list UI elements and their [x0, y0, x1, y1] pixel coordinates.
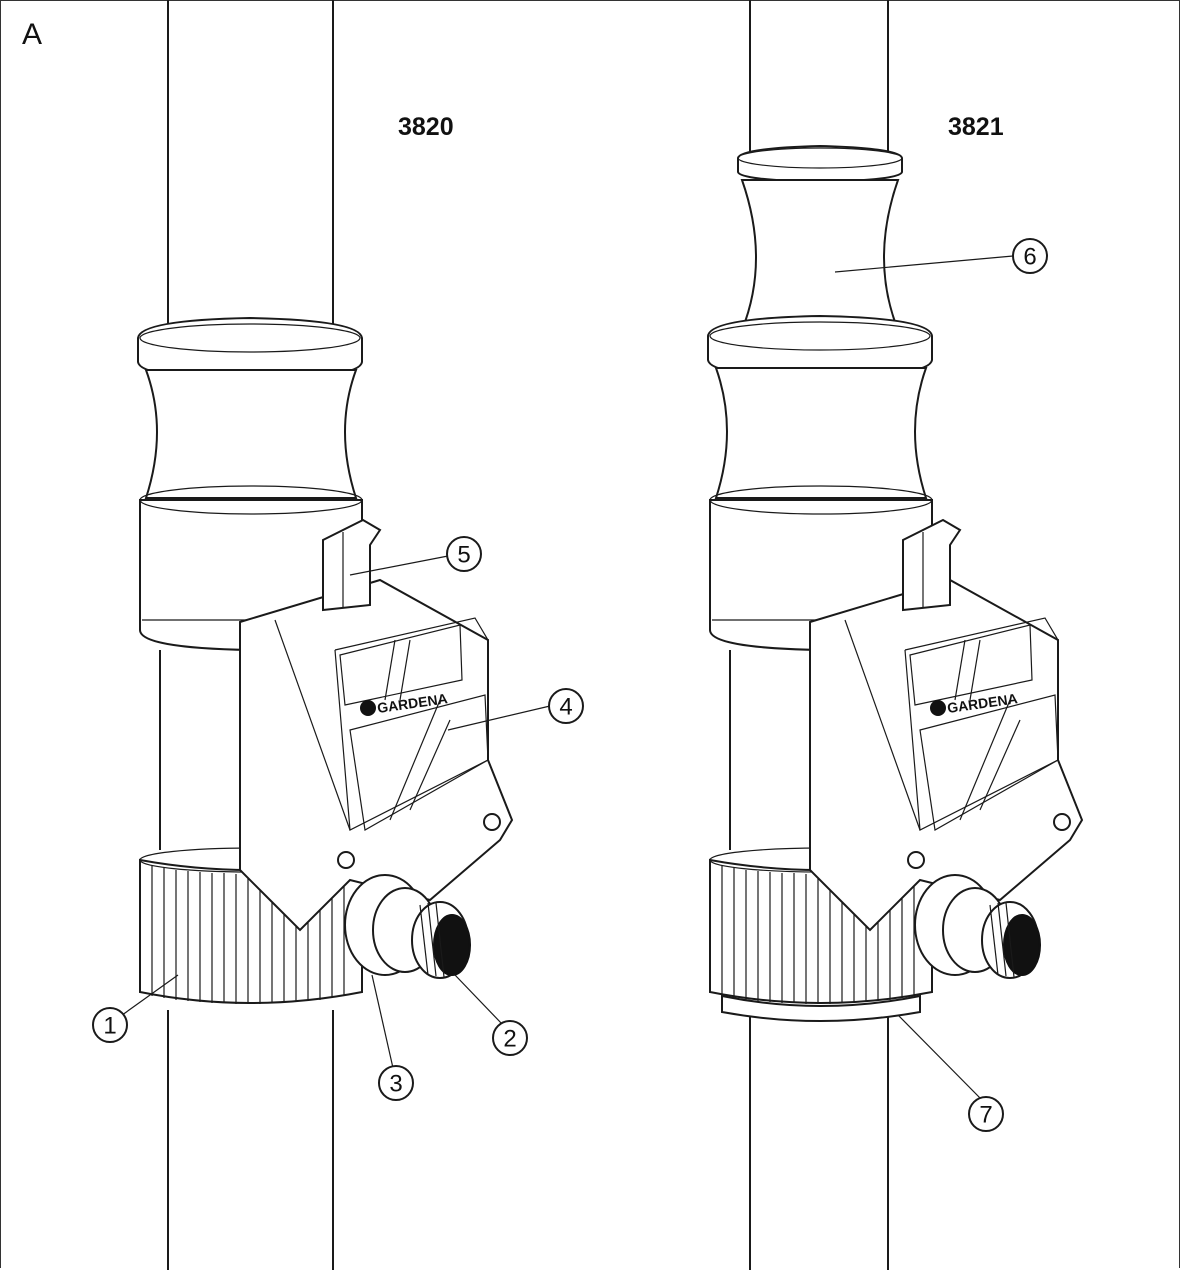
callout-marker	[548, 688, 584, 724]
callout-marker	[492, 1020, 528, 1056]
callout-marker	[378, 1065, 414, 1101]
callout-label: 1	[103, 1013, 116, 1040]
callout-label: 2	[503, 1026, 516, 1053]
brand-logo-icon-left	[360, 700, 376, 716]
callout-label: 7	[979, 1102, 992, 1129]
brand-logo-icon-right	[930, 700, 946, 716]
callouts: 1 2 3 4 5 6 7	[92, 238, 1048, 1132]
callout-marker	[1012, 238, 1048, 274]
model-number-left: 3820	[398, 113, 454, 141]
callout-label: 6	[1023, 244, 1036, 271]
rain-collector-3820: GARDENA	[137, 0, 514, 1270]
knurling-left	[151, 866, 345, 1004]
callout-marker	[446, 536, 482, 572]
panel-letter: A	[22, 18, 43, 51]
callout-marker	[92, 1007, 128, 1043]
rain-collector-3821: GARDENA	[707, 0, 1084, 1270]
callout-label: 4	[559, 694, 572, 721]
callout-label: 5	[457, 542, 470, 569]
callout-marker	[968, 1096, 1004, 1132]
model-number-right: 3821	[948, 113, 1004, 141]
callout-label: 3	[389, 1071, 402, 1098]
